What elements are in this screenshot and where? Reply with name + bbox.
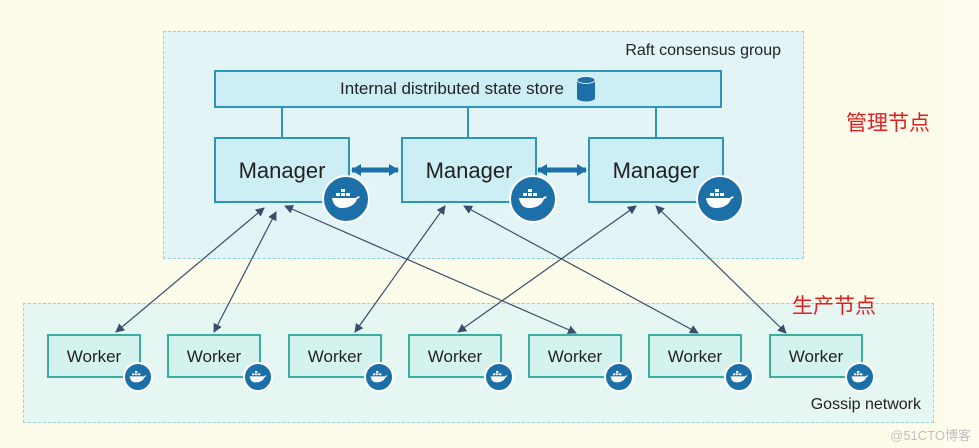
worker-label: Worker [307,347,363,366]
worker-node-6: Worker [648,334,754,392]
worker-node-2: Worker [167,334,273,392]
manager-node-2: Manager [401,137,557,223]
worker-node-4: Worker [408,334,514,392]
state-store-label: Internal distributed state store [340,79,564,98]
arrow-m2-w6 [463,205,699,334]
gossip-network-label: Gossip network [810,396,921,413]
docker-whale-icon [509,175,557,223]
arrow-m1-w5 [284,205,577,334]
worker-node-5: Worker [528,334,634,392]
worker-node-1: Worker [47,334,153,392]
manager-node-1: Manager [214,137,370,223]
manager-section-label: 管理节点 [846,112,930,135]
arrow-m1-w2 [213,211,277,333]
arrow-m1-w1 [115,207,265,333]
worker-label: Worker [66,347,122,366]
worker-label: Worker [186,347,242,366]
manager-label: Manager [612,158,700,183]
docker-whale-icon [484,362,514,392]
docker-whale-icon [696,175,744,223]
arrow-m2-w3 [354,205,446,333]
database-icon [576,76,596,102]
arrow-m3-w7 [655,205,787,334]
worker-label: Worker [788,347,844,366]
arrow-m3-w4 [457,205,637,333]
manager-label: Manager [425,158,513,183]
docker-whale-icon [845,362,875,392]
watermark: @51CTO博客 [890,428,971,443]
worker-node-7: Worker [769,334,875,392]
worker-node-3: Worker [288,334,394,392]
docker-whale-icon [322,175,370,223]
raft-group-label: Raft consensus group [625,42,781,59]
worker-label: Worker [547,347,603,366]
worker-label: Worker [667,347,723,366]
manager-label: Manager [238,158,326,183]
docker-whale-icon [123,362,153,392]
docker-whale-icon [724,362,754,392]
docker-whale-icon [604,362,634,392]
page-margin [944,0,979,448]
manager-node-3: Manager [588,137,744,223]
worker-label: Worker [427,347,483,366]
docker-whale-icon [243,362,273,392]
state-store: Internal distributed state store [214,70,722,108]
worker-section-label: 生产节点 [792,295,876,318]
docker-whale-icon [364,362,394,392]
